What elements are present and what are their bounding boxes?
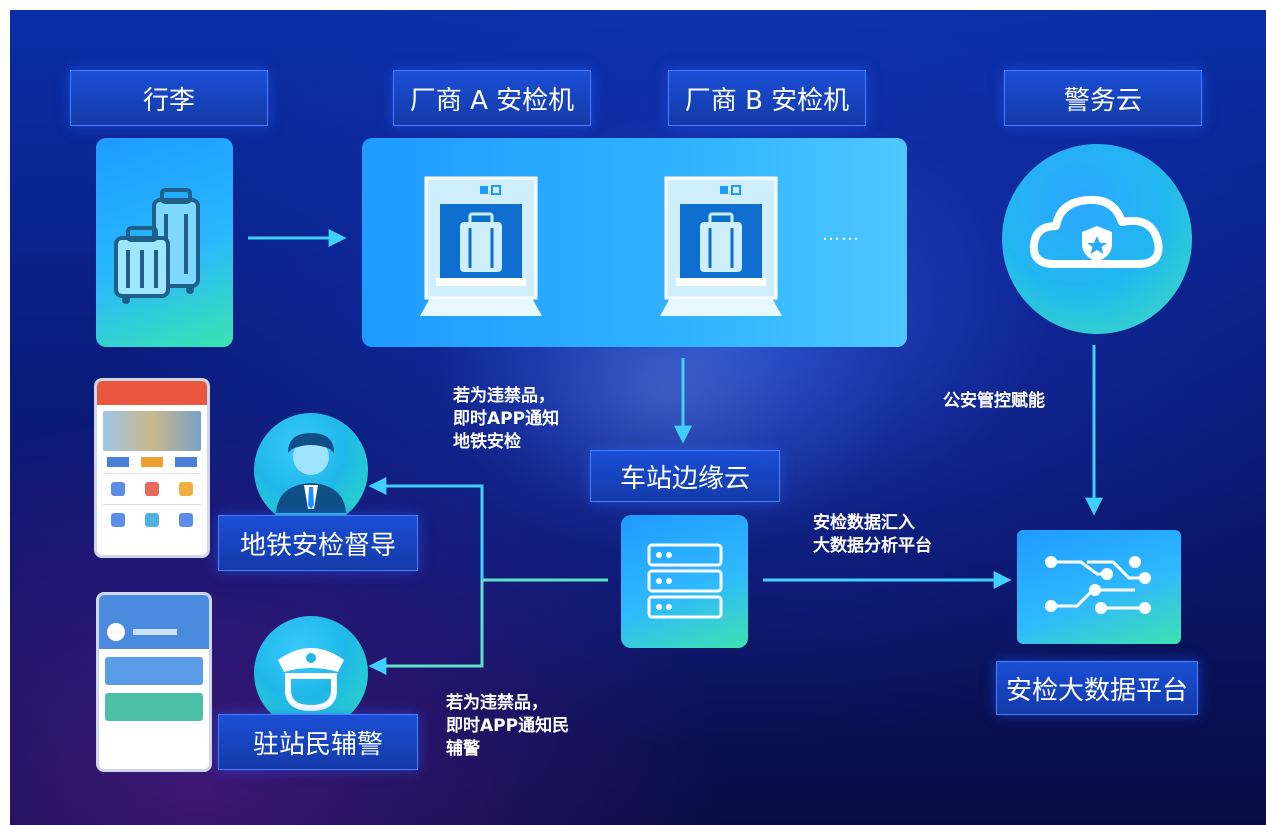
annotation-notify-subway: 若为违禁品， 即时APP通知 地铁安检: [453, 386, 560, 452]
data-network-icon: [1045, 556, 1151, 614]
phone-header-bar: [97, 381, 207, 405]
cloud-shield-icon: [1029, 195, 1163, 268]
label-luggage: 行李: [70, 70, 268, 126]
annotation-police-empower: 公安管控赋能: [943, 391, 1045, 411]
more-machines-ellipsis: ……: [822, 224, 860, 245]
annotation-data-import: 安检数据汇入 大数据分析平台: [813, 513, 932, 556]
label-vendor-b: 厂商 B 安检机: [668, 70, 866, 126]
phone-grid-row: [101, 482, 203, 496]
phone-grid-row-2: [101, 513, 203, 527]
label-supervisor: 地铁安检督导: [218, 515, 418, 571]
phone-profile-row: [99, 615, 209, 649]
officer-avatar-icon: [276, 433, 346, 513]
supervisor-circle: [254, 413, 368, 527]
phone-screenshot-police: [96, 592, 212, 772]
annotation-notify-police: 若为违禁品， 即时APP通知民 辅警: [446, 693, 570, 759]
server-rack-icon: [647, 543, 723, 619]
machines-card: ……: [362, 138, 907, 347]
label-station-edge: 车站边缘云: [590, 450, 780, 502]
data-network-card: [1017, 530, 1181, 644]
label-station-police: 驻站民辅警: [218, 714, 418, 770]
xray-scanner-icon: [420, 176, 782, 316]
luggage-card: [96, 138, 233, 347]
connector-layer: [248, 229, 1103, 675]
phone-banner-image: [103, 411, 201, 451]
arrow-to-supervisor: [368, 477, 484, 580]
police-cloud-circle: [1002, 144, 1192, 334]
phone-header-bar: [99, 595, 209, 615]
phone-menu-item-1: [105, 657, 203, 685]
diagram-canvas: 行李 厂商 A 安检机 厂商 B 安检机 警务云: [10, 10, 1266, 825]
label-vendor-a: 厂商 A 安检机: [393, 70, 591, 126]
station-police-circle: [254, 616, 368, 730]
phone-menu-item-2: [105, 693, 203, 721]
server-card: [621, 515, 748, 648]
arrow-to-station-police: [368, 580, 484, 675]
police-cap-icon: [278, 648, 344, 712]
phone-stats-row: [101, 457, 203, 467]
suitcase-icon: [114, 188, 200, 304]
label-bigdata-platform: 安检大数据平台: [996, 661, 1198, 715]
label-police-cloud: 警务云: [1004, 70, 1202, 126]
phone-screenshot-supervisor: [94, 378, 210, 558]
